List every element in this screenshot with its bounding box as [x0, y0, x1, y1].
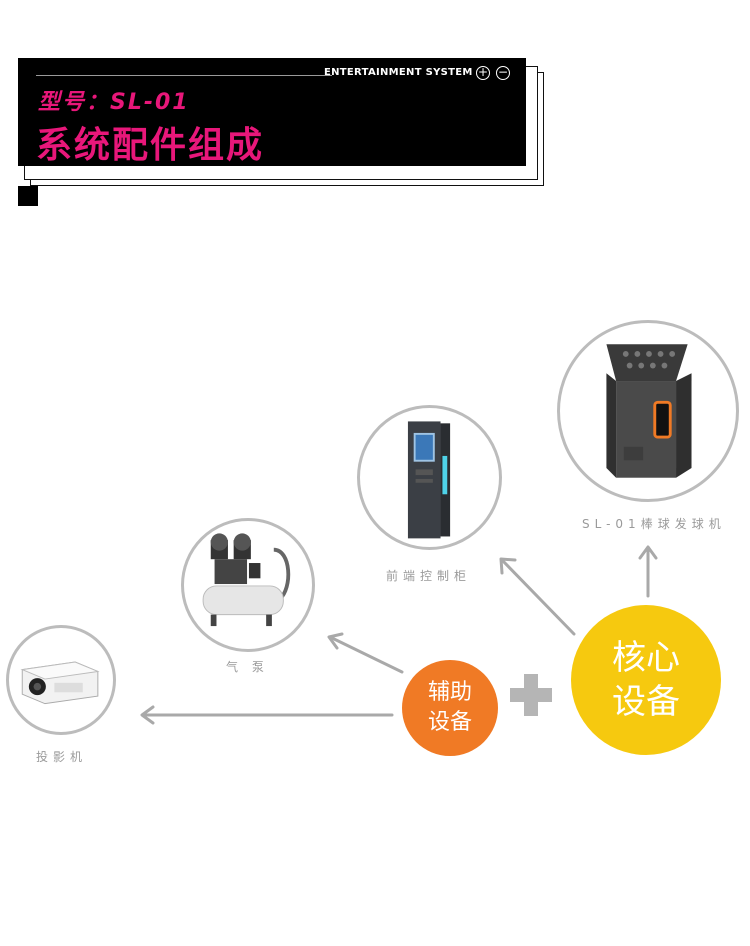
- banner-rule: [36, 75, 332, 76]
- arrowhead-pump: [327, 632, 344, 650]
- plus-icon: [510, 674, 552, 716]
- pitching-machine-image: [557, 320, 739, 502]
- aux-line-2: 设备: [427, 710, 472, 735]
- arrowhead-cabinet: [499, 557, 517, 575]
- corner-square: [18, 186, 38, 206]
- control-cabinet-icon: [407, 421, 451, 539]
- cabinet-caption: 前端控制柜: [386, 569, 472, 583]
- pitching-machine-icon: [606, 344, 692, 478]
- arrowhead-pitcher: [638, 545, 658, 560]
- aux-line-1: 辅助: [427, 680, 472, 705]
- arrowhead-projector: [140, 705, 155, 725]
- plus-circle-icon[interactable]: +: [476, 65, 490, 80]
- arrow-to-cabinet: [500, 558, 576, 636]
- model-label: 型号：SL-01: [38, 90, 190, 115]
- banner-tagline: ENTERTAINMENT SYSTEM: [324, 67, 473, 78]
- pump-caption: 气 泵: [226, 660, 269, 674]
- projector-image: [6, 625, 116, 735]
- projector-icon: [20, 661, 100, 705]
- air-compressor-image: [181, 518, 315, 652]
- header-banner: ENTERTAINMENT SYSTEM + − 型号：SL-01 系统配件组成: [18, 58, 526, 166]
- minus-circle-icon[interactable]: −: [496, 65, 510, 80]
- core-line-2: 设备: [612, 682, 680, 722]
- projector-caption: 投影机: [36, 750, 88, 764]
- arrow-to-pump: [328, 635, 404, 674]
- core-line-1: 核心: [612, 638, 680, 678]
- control-cabinet-image: [357, 405, 502, 550]
- auxiliary-equipment-badge: 辅助 设备: [402, 660, 498, 756]
- core-equipment-badge: 核心 设备: [571, 605, 721, 755]
- air-compressor-icon: [202, 533, 291, 627]
- page-title: 系统配件组成: [36, 125, 265, 166]
- pitcher-caption: SL-01棒球发球机: [582, 517, 726, 531]
